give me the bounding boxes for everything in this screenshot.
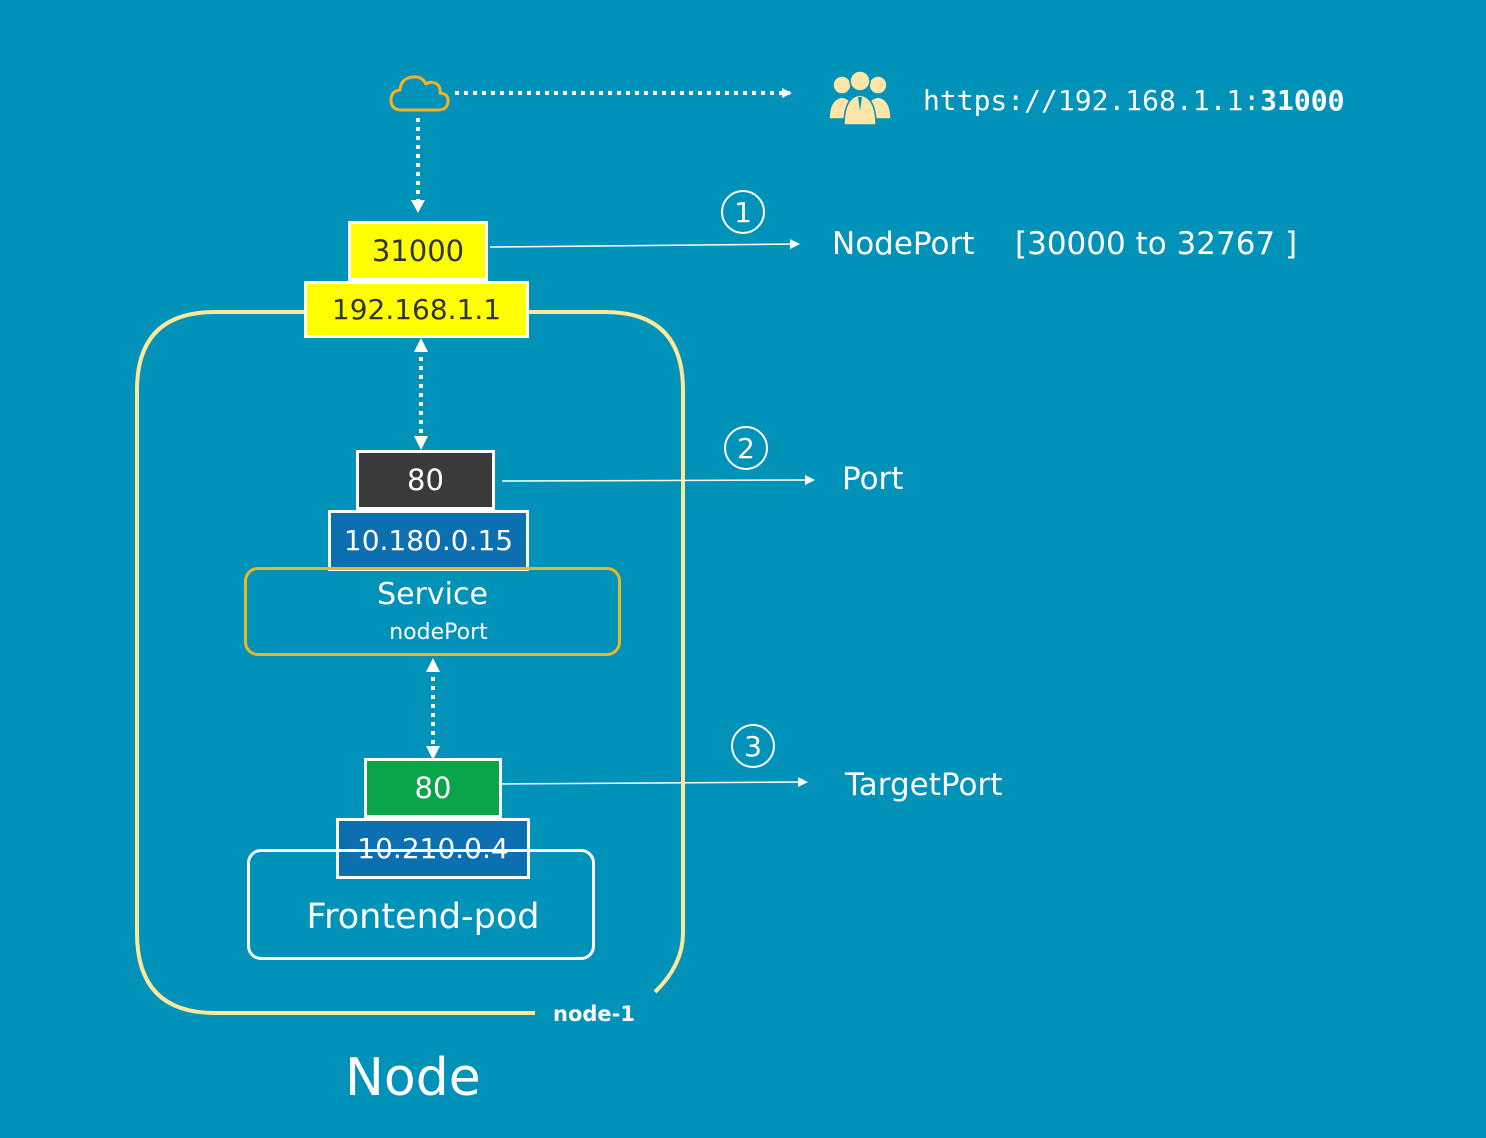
users-icon — [828, 70, 892, 126]
node-label: Node — [345, 1048, 481, 1108]
callout-number-3: 3 — [731, 724, 775, 768]
callout-label-port: Port — [842, 461, 904, 497]
frontend-pod-box — [247, 849, 595, 960]
frontend-pod-label: Frontend-pod — [306, 897, 540, 937]
service-box — [244, 567, 621, 656]
nodeport-callout-arrow — [489, 239, 800, 250]
service-url[interactable]: https://192.168.1.1:31000 — [923, 84, 1344, 117]
service-type: nodePort — [389, 620, 488, 645]
service-title: Service — [377, 577, 488, 612]
target-port-box: 80 — [364, 758, 502, 818]
nodeport-box: 31000 — [348, 221, 488, 281]
targetport-callout-arrow — [496, 777, 808, 788]
service-url-prefix: https://192.168.1.1: — [923, 84, 1261, 117]
callout-label-nodeport: NodePort — [832, 226, 975, 262]
port-callout-arrow — [501, 475, 815, 486]
node-frame-outline — [135, 310, 535, 1015]
callout-number-1: 1 — [721, 190, 765, 234]
service-url-port: 31000 — [1260, 84, 1345, 117]
node-ip-box: 192.168.1.1 — [304, 281, 529, 338]
cloud-icon — [389, 75, 450, 112]
node-frame-outline-right — [528, 310, 685, 994]
pod-ip-box: 10.210.0.4 — [336, 818, 530, 879]
service-ip-box: 10.180.0.15 — [328, 510, 529, 571]
service-port-box: 80 — [356, 450, 495, 510]
callout-nodeport-range: [30000 to 32767 ] — [1015, 226, 1298, 262]
callout-number-2: 2 — [724, 426, 768, 470]
node-name-label: node-1 — [553, 1002, 635, 1026]
callout-label-targetport: TargetPort — [845, 767, 1003, 803]
